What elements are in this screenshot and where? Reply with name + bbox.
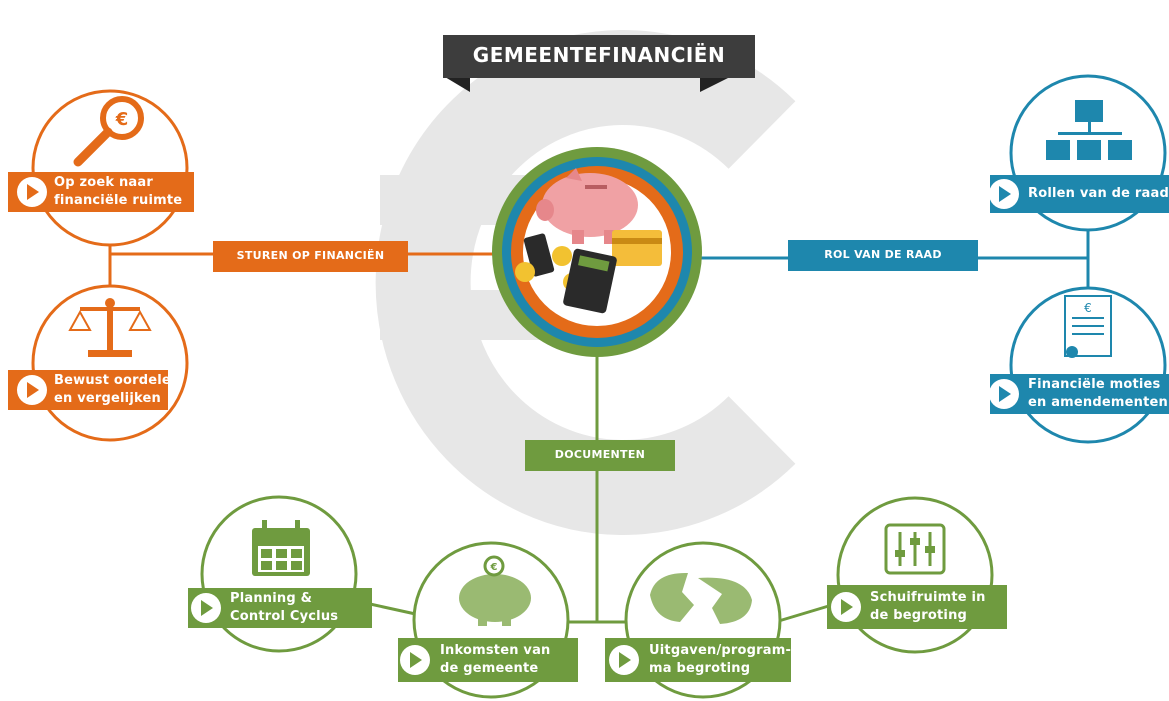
- node-moties-label[interactable]: Financiële moties en amendementen: [1028, 377, 1169, 410]
- node-planning[interactable]: [188, 495, 372, 653]
- play-icon: [17, 177, 47, 207]
- calendar-icon: [252, 520, 310, 576]
- node-schuifruimte-label[interactable]: Schuifruimte in de begroting: [870, 590, 986, 623]
- hub-documenten-label[interactable]: DOCUMENTEN: [554, 448, 646, 461]
- play-icon: [831, 592, 861, 622]
- node-oordelen[interactable]: [8, 284, 189, 442]
- scales-icon: [68, 298, 152, 357]
- calculator-icon: [563, 248, 617, 314]
- svg-text:€: €: [115, 109, 129, 130]
- node-planning-label[interactable]: Planning & Control Cyclus: [230, 591, 339, 624]
- play-icon: [400, 645, 430, 675]
- hub-rol-box: [788, 240, 978, 271]
- broken-piggy-bank-icon: [650, 572, 752, 624]
- certificate-icon: €: [1064, 295, 1112, 358]
- sliders-icon: [884, 523, 946, 575]
- hub-documenten-box: [525, 440, 675, 471]
- magnifier-euro-icon: €: [73, 96, 144, 167]
- node-moties[interactable]: €: [990, 286, 1169, 444]
- org-chart-icon: [1046, 100, 1132, 160]
- piggy-bank-icon: [536, 168, 638, 244]
- node-zoek-label[interactable]: Op zoek naar financiële ruimte: [54, 175, 183, 208]
- node-rollen[interactable]: [990, 74, 1169, 232]
- node-uitgaven[interactable]: [605, 541, 791, 699]
- node-schuifruimte[interactable]: [827, 496, 1007, 654]
- svg-text:€: €: [1084, 301, 1092, 315]
- play-icon: [989, 179, 1019, 209]
- node-oordelen-label[interactable]: Bewust oordelen en vergelijken: [54, 373, 181, 406]
- page-title: GEMEENTEFINANCIËN: [472, 43, 726, 67]
- credit-card-icon: [612, 230, 662, 266]
- svg-text:€: €: [490, 562, 498, 573]
- node-uitgaven-label[interactable]: Uitgaven/program- ma begroting: [649, 643, 792, 676]
- play-icon: [989, 379, 1019, 409]
- node-zoek[interactable]: €: [8, 89, 194, 247]
- hub-rol-label[interactable]: ROL VAN DE RAAD: [824, 248, 942, 261]
- play-icon: [17, 375, 47, 405]
- title-banner: [443, 35, 755, 92]
- hub-sturen-box: [213, 241, 408, 272]
- play-icon: [191, 593, 221, 623]
- hub-sturen-label[interactable]: STUREN OP FINANCIËN: [236, 249, 385, 262]
- center-circle: [492, 147, 702, 357]
- piggy-bank-icon: €: [459, 555, 531, 626]
- play-icon: [609, 645, 639, 675]
- node-inkomsten-label[interactable]: Inkomsten van de gemeente: [440, 643, 551, 676]
- node-rollen-label[interactable]: Rollen van de raad: [1028, 186, 1169, 201]
